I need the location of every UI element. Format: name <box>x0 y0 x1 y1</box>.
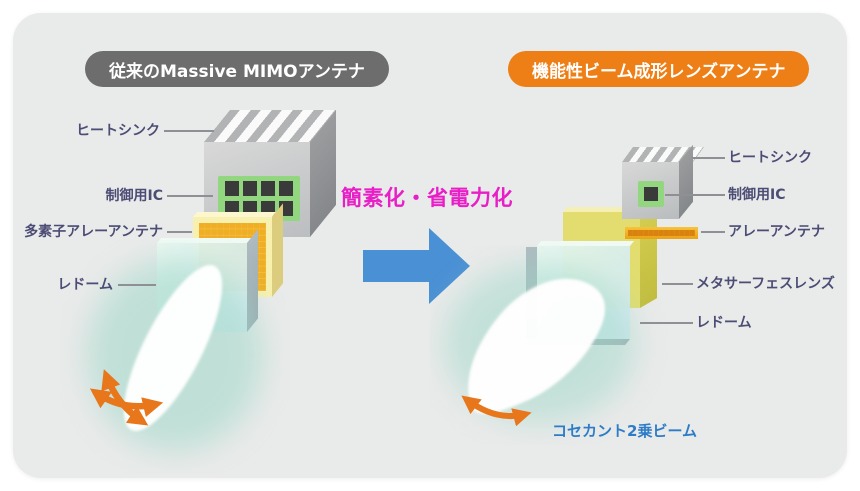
antenna-element-row <box>628 230 695 236</box>
label-control-ic-left: 制御用IC <box>105 188 163 204</box>
right-title: 機能性ビーム成形レンズアンテナ <box>532 61 786 82</box>
leader-line <box>167 195 213 197</box>
label-array-antenna-left: 多素子アレーアンテナ <box>24 224 163 240</box>
label-radome-left: レドーム <box>57 277 113 293</box>
label-heatsink-right: ヒートシンク <box>728 150 812 166</box>
array-antenna-strip <box>625 227 698 239</box>
label-radome-right: レドーム <box>696 315 752 331</box>
cosecant-beam <box>444 263 636 423</box>
leader-line <box>662 283 693 285</box>
leader-line <box>665 194 725 196</box>
ic-chip-right <box>644 187 658 201</box>
beam-steering-arrows-icon <box>89 369 164 426</box>
label-control-ic-right: 制御用IC <box>728 187 786 203</box>
leader-line <box>118 284 156 286</box>
shaped-beam <box>468 278 605 414</box>
control-ic-panel-right <box>638 181 664 207</box>
leader-line <box>701 231 725 233</box>
transition-arrow-icon <box>363 228 470 304</box>
label-cosecant-beam: コセカント2乗ビーム <box>552 422 697 440</box>
label-metasurface-lens: メタサーフェスレンズ <box>696 276 835 292</box>
leader-line <box>692 157 725 159</box>
left-title: 従来のMassive MIMOアンテナ <box>109 61 365 82</box>
right-title-badge: 機能性ビーム成形レンズアンテナ <box>508 51 810 87</box>
left-title-badge: 従来のMassive MIMOアンテナ <box>85 51 389 87</box>
leader-line <box>640 322 693 324</box>
label-array-antenna-right: アレーアンテナ <box>728 224 825 240</box>
beam-swing-arrow-icon <box>461 395 532 427</box>
leader-line <box>167 231 192 233</box>
label-heatsink-left: ヒートシンク <box>76 123 160 139</box>
caption: 簡素化・省電力化 <box>341 186 513 210</box>
leader-line <box>164 130 214 132</box>
